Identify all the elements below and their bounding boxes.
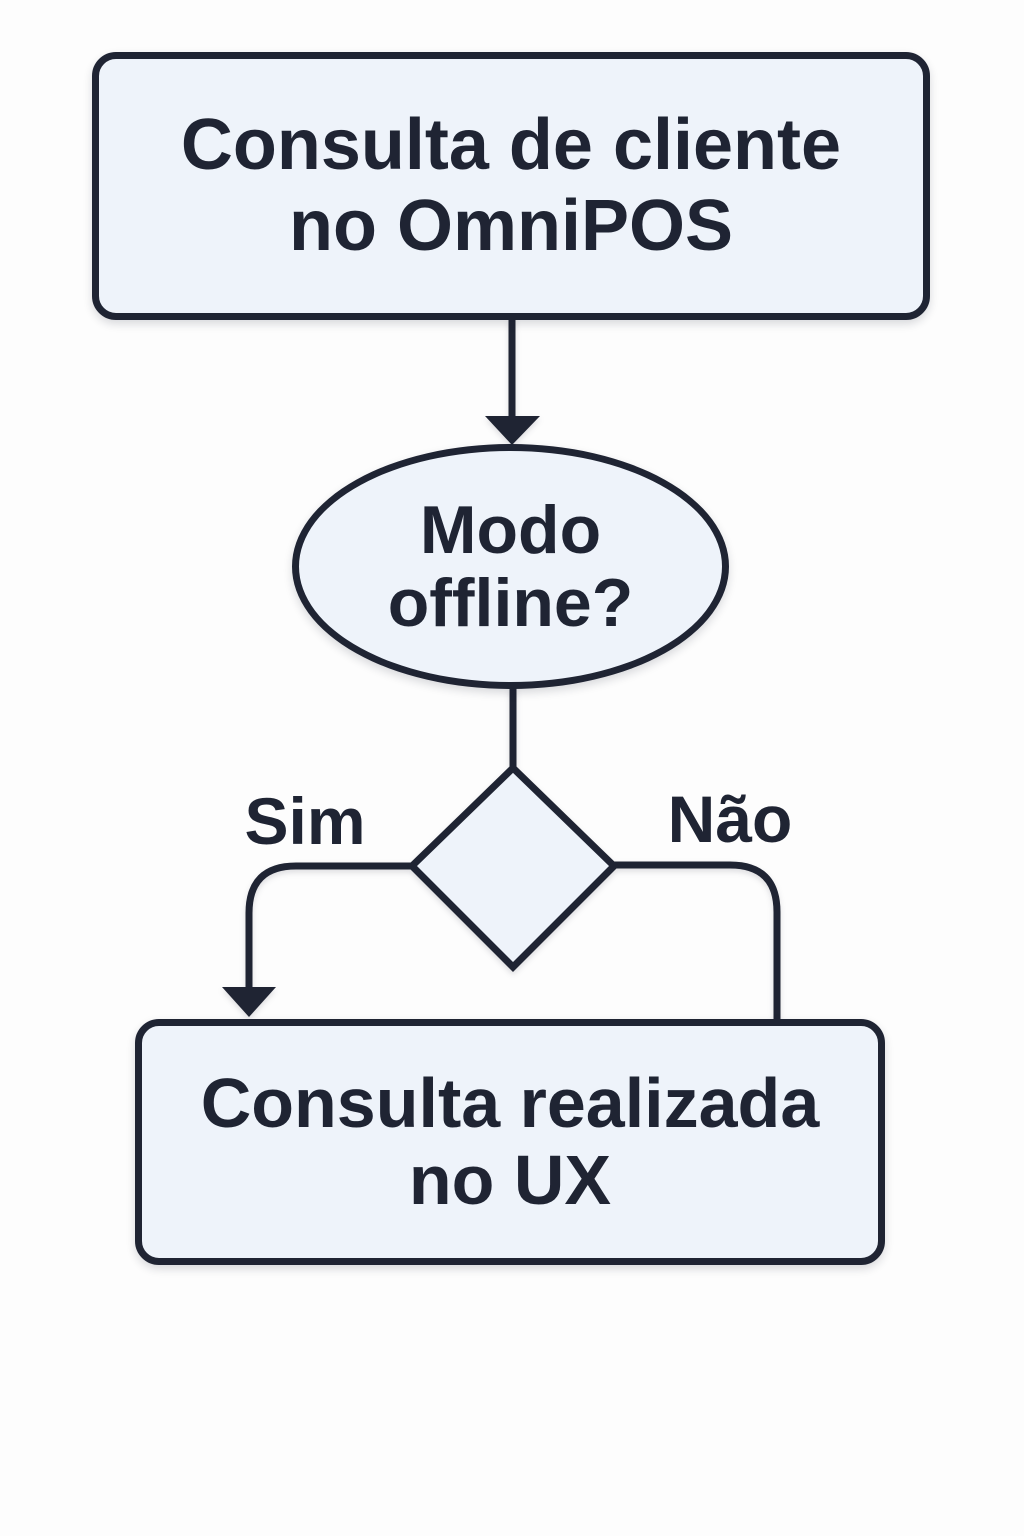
- end-node-line1: Consulta realizada: [200, 1064, 820, 1142]
- end-node: Consulta realizada no UX: [135, 1019, 885, 1265]
- nao-branch-label: Não: [667, 782, 793, 856]
- start-node-line2: no OmniPOS: [288, 186, 734, 266]
- start-node-line1: Consulta de cliente: [180, 105, 842, 186]
- connector-nao-branch: [612, 861, 781, 1021]
- arrowhead-down-icon: [222, 987, 276, 1017]
- decision-diamond: [407, 763, 619, 972]
- question-node: Modo offline?: [292, 444, 729, 689]
- end-node-line2: no UX: [408, 1141, 612, 1219]
- start-node: Consulta de cliente no OmniPOS: [92, 52, 930, 320]
- arrowhead-down-icon: [485, 416, 540, 445]
- connector-sim-branch: [245, 862, 414, 988]
- question-node-line1: Modo: [419, 491, 602, 568]
- question-node-line2: offline?: [387, 564, 634, 641]
- sim-branch-label: Sim: [244, 784, 366, 858]
